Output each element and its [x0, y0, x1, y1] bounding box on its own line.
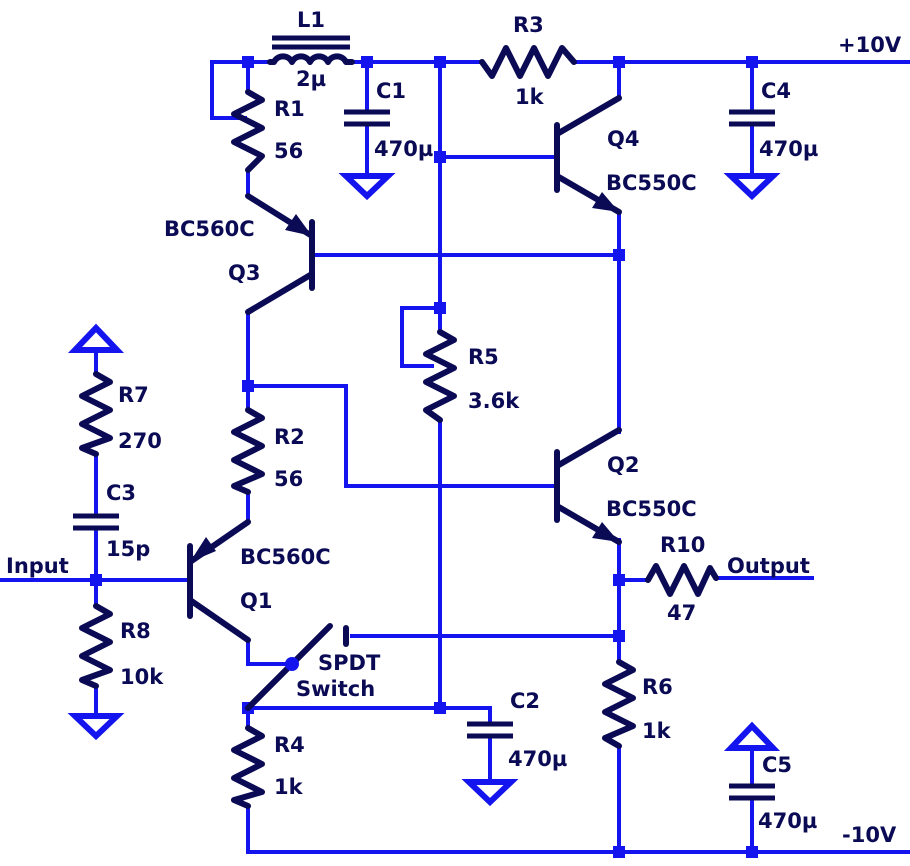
supply-r7-icon [67, 323, 125, 353]
r5-value: 3.6k [468, 389, 520, 413]
junction [90, 574, 102, 586]
capacitor-c3 [73, 513, 119, 531]
c5-value: 470µ [758, 809, 817, 833]
junction [242, 56, 254, 68]
wire-r1-loop [210, 60, 247, 120]
resistor-r3 [479, 45, 577, 79]
r6-value: 1k [642, 719, 672, 743]
r8-ref: R8 [120, 619, 151, 643]
c2-ref: C2 [510, 689, 540, 713]
resistor-r5 [423, 329, 457, 423]
junction [746, 56, 758, 68]
inductor-l1 [267, 35, 355, 65]
r4-value: 1k [274, 775, 304, 799]
c4-ref: C4 [761, 79, 791, 103]
junction [242, 380, 254, 392]
switch-label-line2: Switch [296, 677, 375, 701]
switch-label-line1: SPDT [318, 651, 381, 675]
r8-value: 10k [120, 665, 164, 689]
r10-value: 47 [667, 601, 696, 625]
r3-value: 1k [515, 85, 545, 109]
r3-ref: R3 [513, 13, 544, 37]
junction [434, 151, 446, 163]
q4-part: BC550C [606, 171, 697, 195]
ground-c2-icon [461, 779, 519, 807]
ground-c4-icon [723, 173, 781, 201]
wire-switch-common [246, 706, 492, 726]
rail-negative-label: -10V [842, 823, 897, 847]
capacitor-c4 [729, 109, 775, 127]
r1-ref: R1 [274, 97, 305, 121]
q2-ref: Q2 [607, 453, 639, 477]
resistor-r10 [645, 563, 719, 597]
junction [613, 846, 625, 858]
transistor-q2 [554, 427, 622, 545]
junction [613, 630, 625, 642]
supply-c5-icon [723, 721, 781, 751]
ground-c1-icon [338, 173, 396, 201]
l1-value: 2µ [296, 67, 326, 91]
resistor-r6 [602, 659, 636, 749]
rail-positive-label: +10V [838, 33, 902, 57]
c3-value: 15p [106, 537, 150, 561]
wire-r5-loop [400, 306, 442, 368]
labels: +10V -10V Input Output L1 2µ R1 56 C1 47… [6, 8, 902, 847]
r2-value: 56 [274, 467, 303, 491]
resistor-r8 [79, 603, 113, 689]
resistor-r1 [231, 89, 265, 173]
resistor-r4 [231, 725, 265, 809]
spdt-switch [245, 623, 349, 711]
resistor-r7 [79, 371, 113, 457]
c2-value: 470µ [508, 747, 567, 771]
r7-value: 270 [118, 429, 162, 453]
q1-part: BC560C [240, 545, 331, 569]
junction [361, 56, 373, 68]
junction [613, 56, 625, 68]
junction [613, 574, 625, 586]
r1-value: 56 [274, 139, 303, 163]
q1-ref: Q1 [240, 589, 272, 613]
ground-r8-icon [67, 713, 125, 741]
r10-ref: R10 [660, 533, 705, 557]
q3-ref: Q3 [228, 261, 260, 285]
r2-ref: R2 [274, 425, 305, 449]
capacitor-c2 [467, 721, 513, 739]
r4-ref: R4 [274, 733, 305, 757]
c3-ref: C3 [106, 481, 136, 505]
r5-ref: R5 [468, 345, 499, 369]
transistor-q1 [187, 519, 251, 643]
junction [434, 302, 446, 314]
wire-q2-base [246, 384, 557, 488]
l1-ref: L1 [297, 8, 325, 32]
junction [434, 56, 446, 68]
wire-q1-collector [246, 638, 294, 666]
capacitor-c1 [344, 109, 390, 127]
q4-ref: Q4 [607, 127, 639, 151]
junction [613, 249, 625, 261]
wires [0, 60, 910, 856]
q3-part: BC560C [164, 217, 255, 241]
resistor-r2 [231, 407, 265, 495]
r6-ref: R6 [642, 675, 673, 699]
transistor-q3 [245, 193, 315, 315]
input-label: Input [6, 554, 69, 578]
c4-value: 470µ [759, 137, 818, 161]
junction [434, 702, 446, 714]
c1-value: 470µ [374, 137, 433, 161]
c1-ref: C1 [376, 79, 406, 103]
junction [746, 846, 758, 858]
q2-part: BC550C [606, 497, 697, 521]
r7-ref: R7 [118, 383, 149, 407]
output-label: Output [727, 554, 810, 578]
capacitor-c5 [729, 783, 775, 801]
c5-ref: C5 [762, 753, 792, 777]
transistor-q4 [554, 95, 622, 215]
